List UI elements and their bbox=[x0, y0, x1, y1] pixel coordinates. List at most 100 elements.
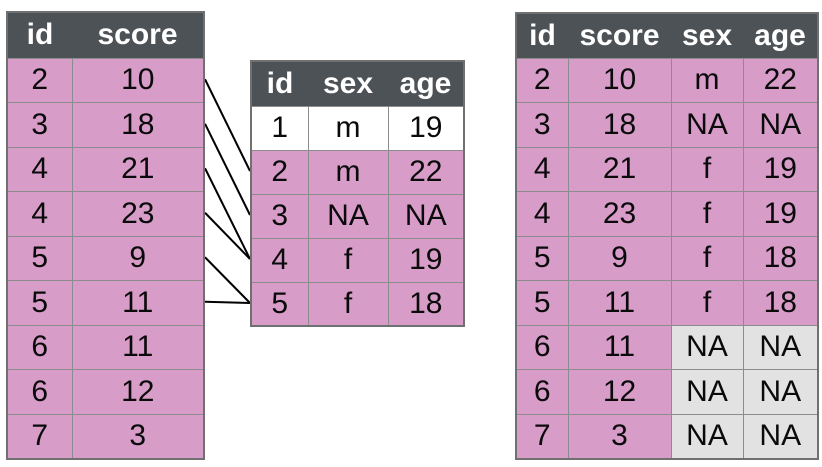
cell-id: 5 bbox=[6, 235, 73, 281]
cell-age: NA bbox=[742, 369, 819, 415]
column-header-age: age bbox=[743, 13, 818, 58]
column-header-score: score bbox=[72, 12, 204, 58]
cell-id: 5 bbox=[6, 280, 73, 326]
cell-age: 19 bbox=[387, 237, 465, 283]
cell-id: 2 bbox=[6, 57, 73, 103]
join-line bbox=[204, 300, 251, 304]
cell-sex: f bbox=[670, 235, 744, 281]
cell-sex: m bbox=[307, 149, 389, 195]
cell-sex: m bbox=[670, 57, 744, 103]
join-line bbox=[204, 78, 251, 172]
cell-age: 22 bbox=[742, 57, 819, 103]
cell-id: 2 bbox=[250, 149, 309, 195]
cell-score: 23 bbox=[71, 191, 205, 237]
cell-sex: f bbox=[307, 281, 389, 327]
cell-id: 1 bbox=[250, 105, 309, 151]
cell-score: 18 bbox=[567, 102, 672, 148]
cell-id: 4 bbox=[6, 146, 73, 192]
cell-score: 9 bbox=[567, 235, 672, 281]
cell-id: 5 bbox=[515, 235, 569, 281]
cell-id: 4 bbox=[6, 191, 73, 237]
column-header-age: age bbox=[388, 61, 464, 106]
cell-sex: f bbox=[670, 280, 744, 326]
cell-score: 3 bbox=[567, 413, 672, 459]
cell-id: 2 bbox=[515, 57, 569, 103]
cell-age: 19 bbox=[742, 191, 819, 237]
cell-score: 10 bbox=[567, 57, 672, 103]
cell-age: 18 bbox=[742, 280, 819, 326]
cell-score: 9 bbox=[71, 235, 205, 281]
cell-sex: f bbox=[670, 146, 744, 192]
column-header-sex: sex bbox=[308, 61, 388, 106]
cell-id: 6 bbox=[515, 324, 569, 370]
cell-score: 21 bbox=[71, 146, 205, 192]
cell-age: 22 bbox=[387, 149, 465, 195]
cell-id: 3 bbox=[6, 102, 73, 148]
cell-id: 6 bbox=[515, 369, 569, 415]
join-line bbox=[204, 123, 251, 216]
cell-id: 6 bbox=[6, 369, 73, 415]
cell-age: 18 bbox=[387, 281, 465, 327]
cell-id: 7 bbox=[6, 413, 73, 459]
cell-sex: m bbox=[307, 105, 389, 151]
cell-age: 19 bbox=[742, 146, 819, 192]
cell-age: 19 bbox=[387, 105, 465, 151]
cell-sex: NA bbox=[670, 369, 744, 415]
cell-id: 6 bbox=[6, 324, 73, 370]
cell-age: NA bbox=[742, 102, 819, 148]
cell-score: 11 bbox=[71, 324, 205, 370]
cell-sex: NA bbox=[670, 324, 744, 370]
cell-score: 18 bbox=[71, 102, 205, 148]
cell-id: 3 bbox=[515, 102, 569, 148]
cell-id: 3 bbox=[250, 193, 309, 239]
column-header-id: id bbox=[7, 12, 72, 58]
cell-score: 11 bbox=[567, 280, 672, 326]
column-header-score: score bbox=[568, 13, 671, 58]
column-header-id: id bbox=[516, 13, 568, 58]
cell-score: 10 bbox=[71, 57, 205, 103]
cell-sex: f bbox=[307, 237, 389, 283]
cell-id: 5 bbox=[250, 281, 309, 327]
cell-score: 3 bbox=[71, 413, 205, 459]
cell-score: 21 bbox=[567, 146, 672, 192]
cell-age: NA bbox=[742, 413, 819, 459]
cell-score: 11 bbox=[567, 324, 672, 370]
cell-age: NA bbox=[387, 193, 465, 239]
cell-id: 4 bbox=[515, 191, 569, 237]
cell-id: 5 bbox=[515, 280, 569, 326]
cell-sex: f bbox=[670, 191, 744, 237]
cell-id: 4 bbox=[515, 146, 569, 192]
cell-id: 7 bbox=[515, 413, 569, 459]
cell-score: 12 bbox=[71, 369, 205, 415]
cell-sex: NA bbox=[307, 193, 389, 239]
cell-score: 12 bbox=[567, 369, 672, 415]
cell-score: 11 bbox=[71, 280, 205, 326]
cell-age: NA bbox=[742, 324, 819, 370]
join-line bbox=[204, 212, 251, 260]
